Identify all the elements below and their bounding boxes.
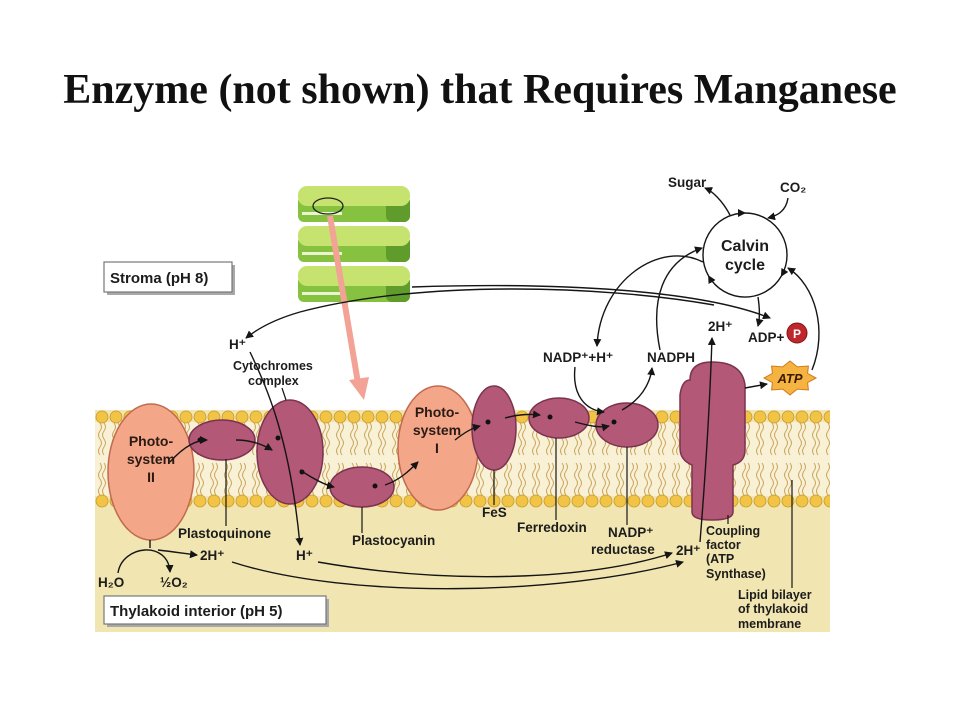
zoom-highlight-circle: [312, 197, 344, 215]
thylakoid-lumen-stripe: [302, 292, 342, 295]
electron-flow-arrow: [299, 469, 335, 490]
nadph-to-cycle-arrow: [656, 246, 703, 351]
thylakoid-disk-top: [298, 266, 410, 286]
calvin-cycle-arc: [707, 275, 783, 298]
nadp-plus-h-label: NADP⁺+H⁺: [543, 350, 613, 365]
cytochrome-proton-arrow: [249, 351, 304, 546]
sugar-label: Sugar: [668, 175, 707, 190]
lipid-bilayer-label-line1: Lipid bilayer: [738, 588, 812, 602]
lipid-bilayer-label-line2: of thylakoid: [738, 602, 808, 616]
photosystem-i-label-line1: Photo-: [415, 404, 460, 420]
cytochromes-label-line1: Cytochromes: [233, 359, 313, 373]
electron-carrier-dot: [372, 483, 378, 489]
photosystem-i-label-line3: I: [435, 440, 439, 456]
h-plus-cytochrome-label: H⁺: [296, 548, 313, 563]
water-to-oxygen-arrow: [117, 549, 174, 574]
thylakoid-lumen-stripe: [302, 252, 342, 255]
electron-carrier-dot: [611, 419, 617, 425]
water-label: H₂O: [98, 575, 124, 590]
stroma-label: Stroma (pH 8): [110, 270, 208, 287]
cytochromes-complex: [256, 399, 324, 505]
page-title: Enzyme (not shown) that Requires Mangane…: [63, 67, 896, 113]
reductase-to-nadph-arrow: [621, 367, 656, 411]
stroma-proton-arrow: [245, 288, 715, 339]
lipid-bilayer-label-line3: membrane: [738, 617, 801, 631]
zoom-arrow-shaft: [327, 215, 361, 384]
photosystem-i-label-line2: system: [413, 422, 461, 438]
adp-label: ADP+: [748, 330, 785, 345]
coupling-factor-label-line1: Coupling: [706, 524, 760, 538]
thylakoid-disk-top: [298, 226, 410, 246]
cycle-to-sugar-arrow: [704, 187, 731, 216]
atp-label: ATP: [776, 371, 802, 386]
electron-carrier-dot: [547, 414, 553, 420]
co2-into-cycle-arrow: [767, 197, 789, 221]
cycle-to-adp-arrow: [755, 296, 764, 327]
coupling-factor-label-line2: factor: [706, 538, 741, 552]
plastoquinone-carrier: [188, 419, 256, 461]
stroma-label-box: [103, 261, 233, 293]
coupling-factor-label-line4: Synthase): [706, 567, 766, 581]
lumen-proton-arrow: [317, 551, 673, 578]
oxygen-label: ½O₂: [160, 575, 188, 590]
fes-protein: [471, 385, 517, 471]
electron-carrier-dot: [275, 435, 281, 441]
phosphate-circle: [786, 322, 808, 344]
cycle-to-nadp-arrow: [593, 255, 704, 347]
plastocyanin-carrier: [329, 466, 395, 508]
two-h-plus-reductase-label: 2H⁺: [676, 543, 700, 558]
zoom-arrow-head: [349, 377, 369, 400]
water-to-proton-arrow: [157, 549, 198, 559]
thylakoid-disk-top: [298, 186, 410, 206]
nadp-reductase-protein: [595, 402, 659, 448]
synthase-to-atp-arrow: [744, 381, 768, 390]
two-h-plus-top-label: 2H⁺: [708, 319, 732, 334]
calvin-cycle-label-line1: Calvin: [721, 238, 769, 255]
synthase-proton-arrow: [699, 337, 716, 543]
thylakoid-interior-label-box: [103, 595, 327, 625]
electron-carrier-dot: [485, 419, 491, 425]
cytochromes-label-line2: complex: [248, 374, 299, 388]
phosphate-label: P: [793, 327, 801, 341]
stroma-flow-arrow: [411, 284, 771, 320]
lumen-proton-arrow: [231, 559, 684, 590]
electron-flow-arrow: [169, 436, 208, 463]
calvin-cycle-label-line2: cycle: [725, 257, 765, 274]
nadp-reductase-label-line2: reductase: [591, 542, 655, 557]
granum-stack: [298, 186, 410, 302]
ferredoxin-label: Ferredoxin: [517, 520, 587, 535]
ferredoxin-protein: [528, 397, 590, 439]
electron-flow-arrow: [504, 410, 541, 419]
calvin-cycle-arc: [702, 209, 746, 277]
nadp-to-reductase-arrow: [573, 366, 605, 416]
electron-flow-arrow: [454, 423, 481, 441]
photosystem-ii-label-line1: Photo-: [129, 433, 174, 449]
electron-flow-arrow: [235, 439, 273, 451]
cytochromes-leader: [281, 387, 287, 401]
nadp-reductase-label-line1: NADP⁺: [608, 525, 653, 540]
electron-flow-arrow: [384, 461, 419, 486]
photosystem-ii: [107, 403, 195, 541]
electron-flow-arrow: [574, 421, 610, 432]
calvin-cycle-arc: [744, 212, 789, 277]
atp-to-cycle-arrow: [787, 267, 820, 371]
plastocyanin-label: Plastocyanin: [352, 533, 435, 548]
photosystem-ii-label-line3: II: [147, 469, 155, 485]
co2-label: CO₂: [780, 180, 806, 195]
plastoquinone-label: Plastoquinone: [178, 526, 271, 541]
photosystem-ii-label-line2: system: [127, 451, 175, 467]
fes-label: FeS: [482, 505, 507, 520]
h-plus-stroma-label: H⁺: [229, 337, 246, 352]
coupling-factor-label-line3: (ATP: [706, 552, 734, 566]
nadph-label: NADPH: [647, 350, 695, 365]
two-h-plus-psii-label: 2H⁺: [200, 548, 224, 563]
thylakoid-interior-label: Thylakoid interior (pH 5): [110, 603, 283, 620]
atp-starburst: [762, 360, 818, 396]
